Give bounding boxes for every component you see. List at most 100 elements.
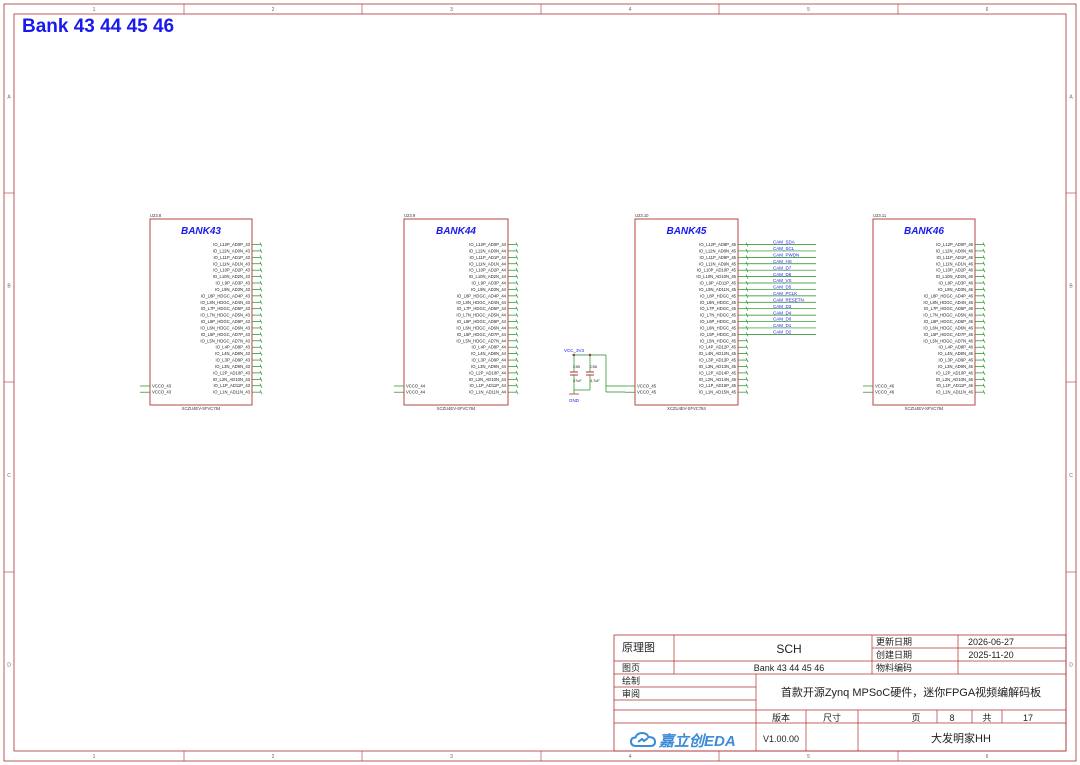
no-connect-mark <box>259 274 263 279</box>
chip-bank43: U23.8BANK43XCZU4EV-SFVC784IO_L12P_AD0P_4… <box>140 213 263 411</box>
pin-label: IO_L6P_HDGC_45 <box>700 319 737 324</box>
pin-label: IO_L5P_HDGC_AD7P_43 <box>201 332 251 337</box>
pin-label: IO_L10N_AD2N_46 <box>936 274 974 279</box>
grid-row-label: A <box>1069 95 1073 101</box>
pin-label: IO_L11P_AD1P_44 <box>470 255 507 260</box>
page-value: 8 <box>949 713 955 723</box>
no-connect-mark <box>982 306 986 311</box>
no-connect-mark <box>982 287 986 292</box>
sheet-inner-frame <box>13 13 1067 752</box>
chip-ref: U23.8 <box>150 213 162 218</box>
pin-label: IO_L1P_AD15P_45 <box>699 383 736 388</box>
no-connect-mark <box>745 390 749 395</box>
vcc-label: VCC_3V3 <box>564 348 585 353</box>
no-connect-mark <box>515 280 519 286</box>
pin-label: IO_L1N_AD15N_45 <box>699 390 737 395</box>
pin-label: IO_L6N_HDGC_45 <box>700 325 737 330</box>
pin-label: IO_L1P_AD11P_43 <box>214 383 251 388</box>
version-label: 版本 <box>771 713 791 723</box>
pin-label: IO_L12N_AD0N_46 <box>936 248 974 253</box>
logo-text: 嘉立创EDA <box>659 732 736 750</box>
pin-label: IO_L9N_AD11N_45 <box>699 287 737 292</box>
pin-label: IO_L4N_AD12N_45 <box>699 351 737 356</box>
chip-part: XCZU4EV-SFVC784 <box>667 406 706 411</box>
net-label: CAM_RESETN <box>773 297 804 302</box>
chip-bank46: U23.11BANK46XCZU4EV-SFVC784IO_L12P_AD0P_… <box>863 213 986 411</box>
no-connect-mark <box>259 377 263 382</box>
pin-label: IO_L3P_AD9P_44 <box>472 358 507 363</box>
pin-label: IO_L8N_HDGC_AD4N_46 <box>923 300 973 305</box>
vcc-pin-label: VCCO_43 <box>152 384 172 389</box>
pin-label: IO_L9P_AD3P_44 <box>472 281 507 286</box>
pin-label: IO_L11N_AD1N_46 <box>936 261 974 266</box>
net-label: CAM_D2 <box>773 330 792 335</box>
no-connect-mark <box>745 383 749 388</box>
grid-col-label: 3 <box>450 7 453 13</box>
no-connect-mark <box>982 345 986 350</box>
no-connect-mark <box>982 377 986 382</box>
grid-col-label: 1 <box>93 754 96 760</box>
pin-label: IO_L7P_HDGC_AD5P_44 <box>457 306 507 311</box>
pin-label: IO_L3N_AD9N_46 <box>938 364 974 369</box>
grid-col-label: 2 <box>272 754 275 760</box>
net-label: CAM_D7 <box>773 265 792 270</box>
pin-label: IO_L12N_AD0N_43 <box>213 248 251 253</box>
no-connect-mark <box>259 390 263 395</box>
no-connect-mark <box>259 319 263 324</box>
no-connect-mark <box>259 383 263 388</box>
net-label: CAM_D1 <box>773 323 792 328</box>
total-value: 17 <box>1022 713 1034 723</box>
grid-row-label: B <box>1069 284 1073 290</box>
pin-label: IO_L2N_AD10N_44 <box>469 377 507 382</box>
vcc-pin-label: VCCO_44 <box>406 390 426 395</box>
title-block-frame <box>613 634 1067 752</box>
no-connect-mark <box>515 274 519 279</box>
no-connect-mark <box>515 390 519 395</box>
pin-label: IO_L8P_HDGC_AD4P_44 <box>457 293 507 298</box>
no-connect-mark <box>259 293 263 298</box>
no-connect-mark <box>515 357 519 363</box>
no-connect-mark <box>515 383 519 388</box>
no-connect-mark <box>982 261 986 266</box>
chip-name: BANK46 <box>904 226 944 237</box>
chip-name: BANK43 <box>181 226 221 237</box>
no-connect-mark <box>259 332 263 337</box>
no-connect-mark <box>515 325 519 331</box>
no-connect-mark <box>259 338 263 343</box>
no-connect-mark <box>259 242 263 247</box>
pin-label: IO_L6P_HDGC_AD6P_44 <box>457 319 507 324</box>
pin-label: IO_L7N_HDGC_AD5N_44 <box>456 313 506 318</box>
pin-label: IO_L4P_AD8P_43 <box>216 345 251 350</box>
no-connect-mark <box>982 332 986 337</box>
c2-ref: C56 <box>590 365 597 369</box>
grid-row-label: C <box>1069 473 1073 479</box>
author: 大发明家HH <box>931 733 991 745</box>
no-connect-mark <box>982 357 986 363</box>
pin-label: IO_L5N_HDGC_AD7N_44 <box>456 338 506 343</box>
no-connect-mark <box>515 338 519 343</box>
grid-row-label: D <box>1069 663 1073 669</box>
no-connect-mark <box>982 383 986 388</box>
no-connect-mark <box>982 390 986 395</box>
chip-name: BANK45 <box>666 226 706 237</box>
chip-ref: U23.9 <box>404 213 416 218</box>
grid-row-label: D <box>7 663 11 669</box>
grid-col-label: 4 <box>629 7 632 13</box>
no-connect-mark <box>259 325 263 331</box>
pin-label: IO_L5P_HDGC_45 <box>700 332 737 337</box>
no-connect-mark <box>259 351 263 356</box>
no-connect-mark <box>982 338 986 343</box>
c2-value: 4.7uF <box>590 379 600 383</box>
pin-label: IO_L6P_HDGC_AD6P_46 <box>924 319 974 324</box>
no-connect-mark <box>982 370 986 376</box>
net-label: CAM_SCL <box>773 246 795 251</box>
pin-label: IO_L2P_AD10P_46 <box>936 370 973 375</box>
pin-label: IO_L9P_AD11P_45 <box>700 281 737 286</box>
title-block-lines <box>613 634 1067 752</box>
grid-col-label: 5 <box>807 754 810 760</box>
vcc-pin-label: VCCO_45 <box>637 390 657 395</box>
pin-label: IO_L3N_AD9N_43 <box>215 364 251 369</box>
no-connect-mark <box>982 300 986 305</box>
pin-label: IO_L12N_AD8N_45 <box>699 248 737 253</box>
pin-label: IO_L1N_AD11N_43 <box>213 390 251 395</box>
